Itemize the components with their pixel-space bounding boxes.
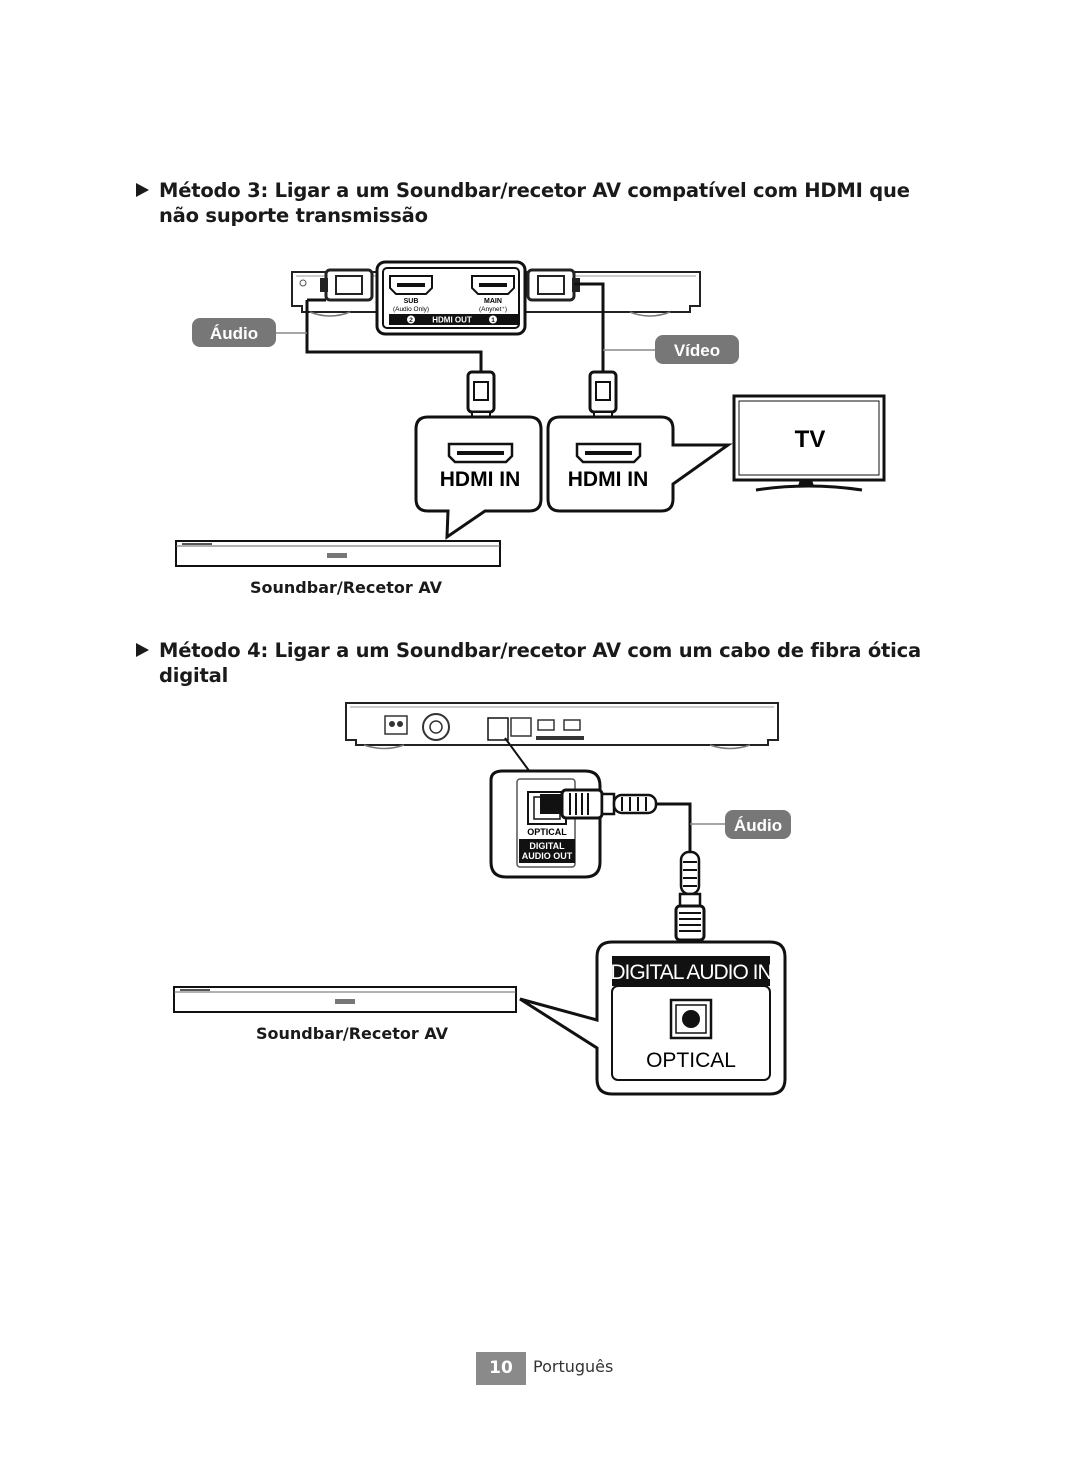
bullet-triangle-icon xyxy=(136,643,149,657)
method-3-heading: Método 3: Ligar a um Soundbar/recetor AV… xyxy=(136,178,936,228)
hdmi-out-label: HDMI OUT xyxy=(432,316,472,325)
video-label-text: Vídeo xyxy=(674,341,720,360)
digital-audio-in-label: DIGITAL AUDIO IN xyxy=(610,961,771,984)
audio-label-2: Áudio xyxy=(725,810,791,839)
method-4-heading-text: Método 4: Ligar a um Soundbar/recetor AV… xyxy=(159,639,921,687)
optical-in-label: OPTICAL xyxy=(646,1049,736,1072)
optical-out-zoom-box: OPTICAL DIGITAL AUDIO OUT xyxy=(489,769,602,879)
hdmi-in-right-callout: HDMI IN xyxy=(546,415,733,513)
hdmi-in-left-label: HDMI IN xyxy=(440,468,521,491)
audio-label-1: Áudio xyxy=(192,318,276,347)
port-num-main: 1 xyxy=(491,317,495,324)
tv-label: TV xyxy=(795,426,826,453)
port-sub-label: SUB xyxy=(404,298,419,305)
video-label: Vídeo xyxy=(655,335,739,364)
digital-audio-out-line1: DIGITAL xyxy=(529,841,565,851)
soundbar-icon-1 xyxy=(175,540,501,567)
audio-label-1-text: Áudio xyxy=(210,324,258,343)
tv-icon: TV xyxy=(732,394,886,492)
optical-plug-horizontal-icon xyxy=(540,788,658,820)
port-main-label: MAIN xyxy=(484,298,502,305)
hdmi-in-right-label: HDMI IN xyxy=(568,468,649,491)
hdmi-plug-right-icon xyxy=(526,268,580,302)
hdmi-port-sub-icon xyxy=(389,275,433,295)
optical-plug-vertical-icon xyxy=(674,850,706,954)
audio-label-2-text: Áudio xyxy=(734,816,782,835)
diagram-optical-connection: OPTICAL DIGITAL AUDIO OUT Áudio xyxy=(173,702,791,1096)
soundbar-caption-2: Soundbar/Recetor AV xyxy=(256,1024,449,1043)
optical-port-label: OPTICAL xyxy=(527,827,567,837)
page-number: 10 xyxy=(476,1352,526,1385)
method-3-heading-text: Método 3: Ligar a um Soundbar/recetor AV… xyxy=(159,179,910,227)
port-main-note: (Anynet⁺) xyxy=(479,306,507,313)
player-back-panel-2 xyxy=(345,702,779,750)
hdmi-port-main-icon xyxy=(471,275,515,295)
port-sub-note: (Audio Only) xyxy=(393,306,429,313)
bullet-triangle-icon xyxy=(136,183,149,197)
hdmi-plug-left-icon xyxy=(320,268,374,302)
soundbar-caption-1: Soundbar/Recetor AV xyxy=(250,578,443,597)
soundbar-icon-2 xyxy=(173,986,517,1013)
digital-audio-out-line2: AUDIO OUT xyxy=(522,851,573,861)
diagram-hdmi-connection: SUB (Audio Only) MAIN (Anynet⁺) 2 HDMI O… xyxy=(175,260,886,567)
method-4-heading: Método 4: Ligar a um Soundbar/recetor AV… xyxy=(136,638,936,688)
digital-audio-in-callout: DIGITAL AUDIO IN OPTICAL xyxy=(519,940,787,1096)
port-num-sub: 2 xyxy=(409,317,413,324)
hdmi-out-zoom-box: SUB (Audio Only) MAIN (Anynet⁺) 2 HDMI O… xyxy=(375,260,527,336)
hdmi-in-left-callout: HDMI IN xyxy=(414,415,543,540)
footer-language: Português xyxy=(533,1357,614,1376)
